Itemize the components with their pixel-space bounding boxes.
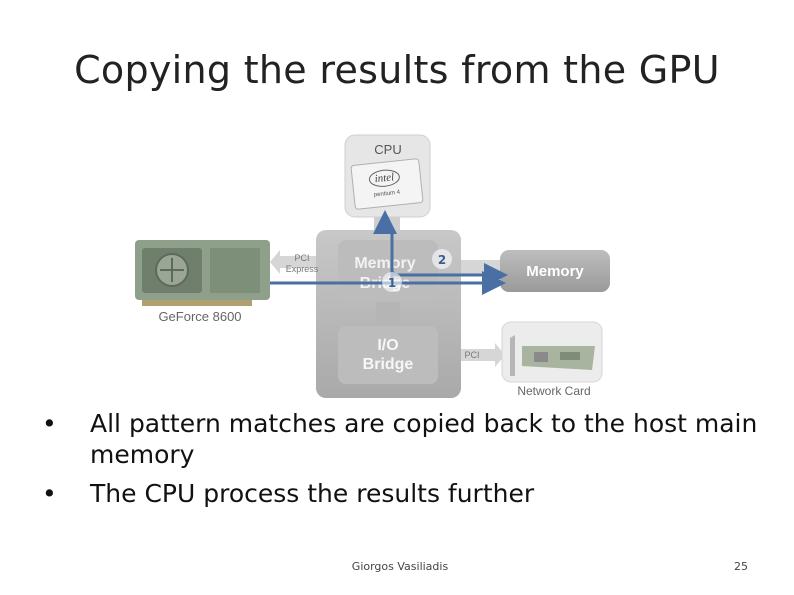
network-card-label: Network Card xyxy=(517,384,590,398)
step-2-marker: 2 xyxy=(432,249,452,269)
gpu-card-icon xyxy=(135,240,270,306)
cpu-label: CPU xyxy=(374,142,401,157)
cpu-box: CPU intel pentium 4 xyxy=(344,134,431,218)
page-number: 25 xyxy=(734,560,748,573)
footer-author: Giorgos Vasiliadis xyxy=(351,560,449,573)
gpu-label: GeForce 8600 xyxy=(158,309,241,324)
pci-label: PCI xyxy=(464,350,479,360)
step-1-marker: 1 xyxy=(382,272,402,292)
memory-label: Memory xyxy=(526,263,584,280)
cpu-chip-icon: intel pentium 4 xyxy=(350,158,424,210)
io-bridge-line2: Bridge xyxy=(363,356,414,373)
slide-title: Copying the results from the GPU xyxy=(74,48,720,92)
pci-express-link: PCI Express xyxy=(270,250,319,274)
memory-bridge-line1: Memory xyxy=(354,255,415,272)
memory-bus xyxy=(461,260,503,274)
bullet-marker: • xyxy=(42,409,57,438)
memory-box: Memory xyxy=(500,250,610,292)
cpu-chip-model: pentium 4 xyxy=(374,190,401,199)
io-bridge-box xyxy=(338,326,438,384)
step-1-label: 1 xyxy=(388,276,396,290)
pci-express-label-line2: Express xyxy=(286,264,319,274)
bullet-marker: • xyxy=(42,479,57,508)
io-bridge-line1: I/O xyxy=(377,337,398,354)
network-card-icon xyxy=(501,321,603,383)
step-2-label: 2 xyxy=(438,253,446,267)
memory-bridge-box xyxy=(338,240,438,302)
architecture-diagram: CPU intel pentium 4 Memory Bridge I/O Br… xyxy=(135,134,610,398)
bullet-list: • All pattern matches are copied back to… xyxy=(38,408,758,517)
internal-bus xyxy=(376,302,400,326)
cpu-chip-brand: intel xyxy=(374,171,395,185)
bullet-text: All pattern matches are copied back to t… xyxy=(90,409,758,469)
bullet-item: • The CPU process the results further xyxy=(38,478,758,509)
cpu-bus xyxy=(374,217,400,231)
bullet-item: • All pattern matches are copied back to… xyxy=(38,408,758,470)
pci-express-label-line1: PCI xyxy=(294,253,309,263)
bullet-text: The CPU process the results further xyxy=(90,479,535,508)
pci-link: PCI xyxy=(461,343,505,367)
